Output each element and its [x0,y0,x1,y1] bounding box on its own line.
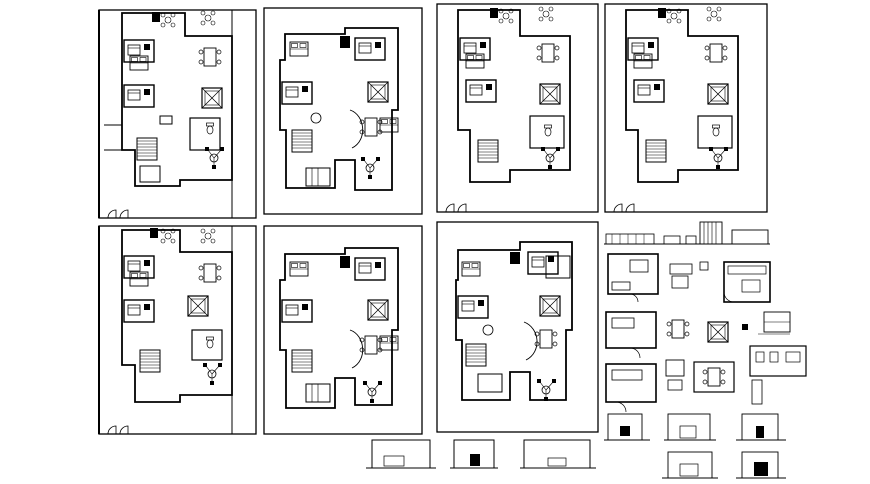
small-elevations [366,439,596,469]
floor-plan-sheet-6 [263,225,423,435]
floor-plan-sheet-1 [98,9,257,219]
floor-plan-sheet-2 [263,7,423,215]
floor-plan-sheet-4 [604,3,768,213]
floor-plan-sheet-5 [98,225,257,435]
floor-plan-sheet-7 [436,221,599,433]
floor-plan-sheet-3 [436,3,599,213]
detail-blocks [604,221,807,479]
